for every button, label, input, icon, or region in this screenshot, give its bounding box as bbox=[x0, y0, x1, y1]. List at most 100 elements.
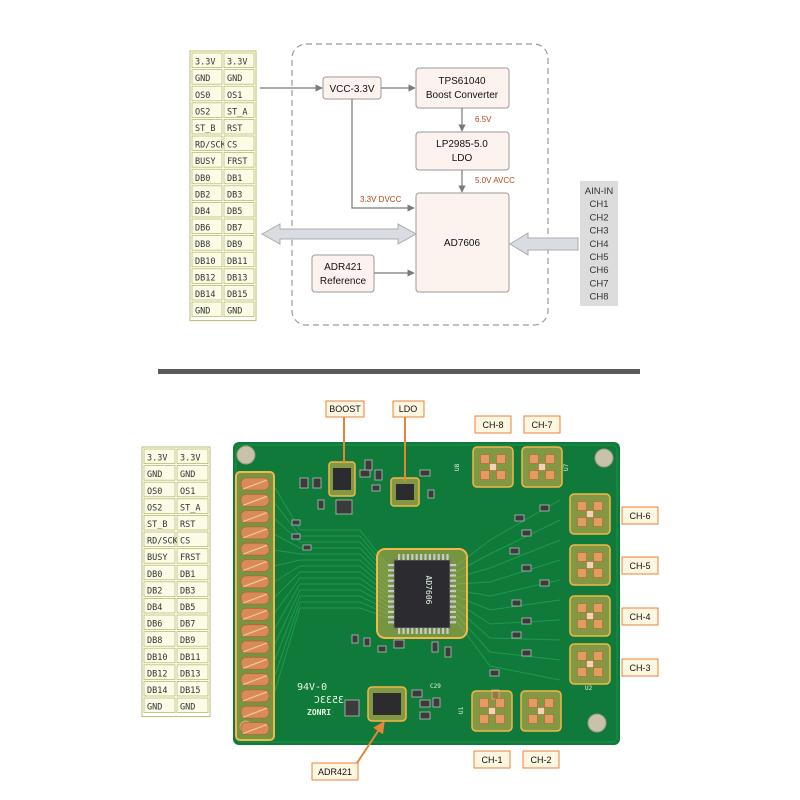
bottom-pin-cell bbox=[143, 664, 176, 680]
bottom-pin-label: DB5 bbox=[180, 603, 195, 613]
bottom-pin-label: CS bbox=[180, 537, 190, 547]
silk-date: 3533C bbox=[314, 695, 344, 706]
bottom-pin-cell bbox=[143, 581, 176, 597]
top-pin-label: DB15 bbox=[227, 290, 247, 300]
bottom-pin-cell bbox=[143, 515, 176, 531]
top-pin-label: OS0 bbox=[195, 91, 210, 101]
passive-components bbox=[291, 459, 550, 720]
bottom-pin-cell bbox=[176, 564, 209, 581]
chip-marking: AD7606 bbox=[424, 576, 433, 605]
ad7606-label: AD7606 bbox=[444, 238, 481, 249]
top-pin-label: DB5 bbox=[227, 207, 242, 217]
bottom-pin-label: BUSY bbox=[147, 553, 167, 563]
bottom-pin-cell bbox=[176, 681, 209, 697]
module-outline bbox=[291, 43, 549, 326]
bottom-pin-label: RD/SCK bbox=[147, 537, 179, 547]
bottom-pin-cell bbox=[176, 647, 209, 664]
ldo-box: LP2985-5.0 LDO bbox=[415, 131, 510, 171]
top-pin-cell bbox=[223, 251, 255, 268]
bottom-pin-label: DB10 bbox=[147, 653, 167, 663]
bottom-pin-label: ST_A bbox=[180, 503, 200, 513]
silk-94v: 94V-0 bbox=[297, 682, 327, 693]
channel-tag-label: CH-8 bbox=[482, 420, 503, 430]
top-pin-cell bbox=[223, 201, 255, 218]
channel-tag-box bbox=[621, 556, 659, 575]
bottom-pin-cell bbox=[176, 515, 209, 531]
ref-line1: ADR421 bbox=[324, 262, 362, 273]
smd-component bbox=[521, 617, 532, 625]
bottom-pin-label: GND bbox=[180, 703, 195, 713]
boost-tag: BOOST bbox=[329, 404, 361, 414]
top-pin-label: RD/SCK bbox=[195, 141, 227, 151]
top-pin-cell bbox=[191, 235, 223, 251]
bottom-pin-label: RST bbox=[180, 520, 195, 530]
top-pin-label: DB1 bbox=[227, 174, 242, 184]
top-pin-label: BUSY bbox=[195, 157, 215, 167]
bottom-pin-cell bbox=[176, 481, 209, 498]
smd-component bbox=[302, 544, 312, 551]
silk-brand: ZONRI bbox=[307, 708, 331, 717]
bottom-pin-label: DB4 bbox=[147, 603, 162, 613]
bottom-pin-label: OS0 bbox=[147, 487, 162, 497]
bottom-pin-cell bbox=[176, 448, 209, 465]
voltage-5-avcc: 5.0V AVCC bbox=[475, 176, 515, 185]
bottom-pin-cell bbox=[143, 647, 176, 664]
bottom-pin-label: DB13 bbox=[180, 669, 200, 679]
top-pin-cell bbox=[191, 119, 223, 135]
smd-component bbox=[511, 631, 522, 639]
smd-component bbox=[371, 484, 381, 492]
channel-tag-label: CH-7 bbox=[531, 420, 552, 430]
top-pin-cell bbox=[223, 69, 255, 85]
top-pin-label: DB7 bbox=[227, 224, 242, 234]
top-pin-cell bbox=[191, 135, 223, 152]
top-pin-cell bbox=[223, 301, 255, 318]
ldo-tag: LDO bbox=[399, 404, 418, 414]
bottom-pin-label: GND bbox=[147, 470, 162, 480]
bottom-pin-cell bbox=[143, 564, 176, 581]
channel-tag-label: CH-2 bbox=[530, 755, 551, 765]
boost-converter-box: TPS61040 Boost Converter bbox=[415, 67, 510, 109]
bottom-pin-cell bbox=[143, 498, 176, 514]
top-pin-label: DB11 bbox=[227, 257, 247, 267]
top-pin-cell bbox=[223, 168, 255, 185]
top-pin-label: 3.3V bbox=[195, 58, 215, 68]
top-pin-label: DB0 bbox=[195, 174, 210, 184]
smd-component bbox=[419, 469, 431, 477]
section-divider bbox=[158, 369, 640, 374]
smd-component bbox=[393, 639, 405, 649]
voltage-6-5: 6.5V bbox=[475, 115, 492, 124]
top-pin-label: DB6 bbox=[195, 224, 210, 234]
top-pin-cell bbox=[223, 284, 255, 301]
smd-component bbox=[432, 697, 441, 708]
channel-tag-box bbox=[474, 415, 512, 434]
boost-line1: TPS61040 bbox=[438, 76, 486, 87]
ain-channel-label: CH5 bbox=[589, 252, 608, 263]
bottom-pin-cell bbox=[176, 531, 209, 548]
smd-component bbox=[427, 489, 435, 499]
ain-channel-label: CH3 bbox=[589, 226, 608, 237]
bottom-pin-cell bbox=[143, 465, 176, 481]
top-pin-cell bbox=[191, 201, 223, 218]
bottom-pin-cell bbox=[176, 697, 209, 714]
smd-component bbox=[539, 579, 550, 587]
top-pin-cell bbox=[191, 268, 223, 284]
smd-component bbox=[344, 699, 360, 717]
channel-tag-label: CH-6 bbox=[629, 511, 650, 521]
adr421-chip bbox=[373, 693, 401, 715]
top-pin-cell bbox=[191, 69, 223, 85]
channel-tag-label: CH-3 bbox=[629, 663, 650, 673]
top-pin-cell bbox=[191, 218, 223, 235]
channel-tag-box bbox=[621, 658, 659, 677]
channel-tag-box bbox=[473, 750, 511, 769]
bottom-pin-label: DB11 bbox=[180, 653, 200, 663]
top-pin-label: GND bbox=[227, 307, 242, 317]
bottom-pin-label: DB1 bbox=[180, 570, 195, 580]
ldo-line2: LDO bbox=[452, 153, 473, 164]
channel-tag-label: CH-1 bbox=[481, 755, 502, 765]
bottom-pin-cell bbox=[176, 465, 209, 481]
bottom-pin-cell bbox=[143, 631, 176, 647]
